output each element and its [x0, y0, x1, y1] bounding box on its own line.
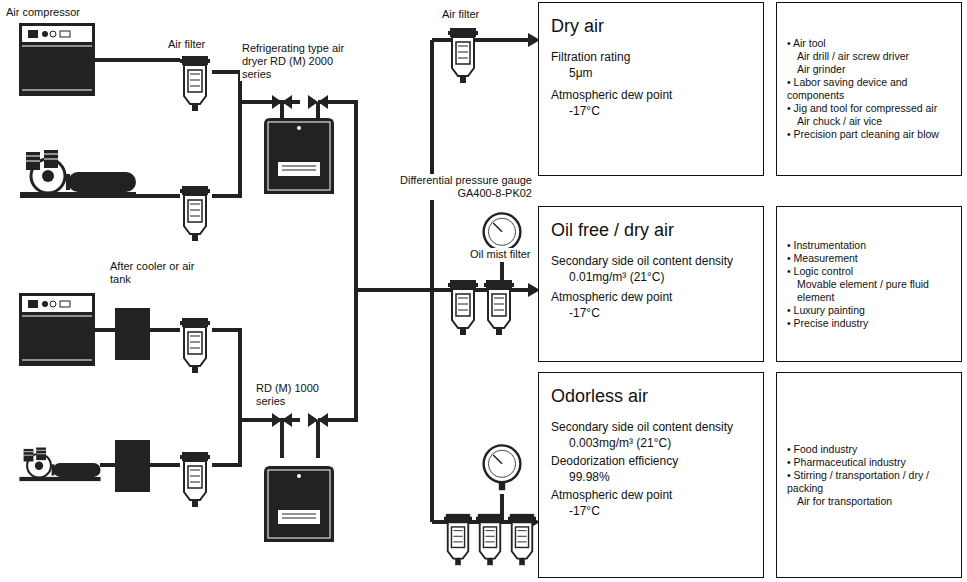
application-item: • Jig and tool for compressed air: [787, 102, 953, 115]
spec-text: Atmospheric dew point: [551, 289, 753, 305]
spec-text: 5μm: [551, 65, 753, 81]
application-item: • Precision part cleaning air blow: [787, 128, 953, 141]
part-label: Oil mist filter: [468, 248, 533, 261]
part-label: Air filter: [166, 38, 207, 51]
application-box: • Air toolAir drill / air screw driverAi…: [776, 2, 962, 176]
application-item: Air grinder: [787, 63, 953, 76]
application-item: Air for transportation: [787, 495, 953, 508]
part-label: After cooler or air tank: [108, 260, 204, 286]
application-item: • Logic control: [787, 265, 953, 278]
application-item: • Instrumentation: [787, 239, 953, 252]
application-item: • Air tool: [787, 37, 953, 50]
part-label: RD (M) 1000 series: [254, 382, 342, 408]
spec-text: Secondary side oil content density: [551, 253, 753, 269]
spec-text: 0.01mg/m³ (21°C): [551, 269, 753, 285]
spec-text: -17°C: [551, 103, 753, 119]
application-item: • Labor saving device and components: [787, 76, 953, 102]
part-label: Refrigerating type air dryer RD (M) 2000…: [240, 42, 362, 81]
application-box: • Food industry• Pharmaceutical industry…: [776, 372, 962, 578]
application-item: • Pharmaceutical industry: [787, 456, 953, 469]
air-quality-box: Oil free / dry airSecondary side oil con…: [538, 206, 764, 362]
box-heading: Dry air: [551, 15, 753, 37]
air-quality-box: Odorless airSecondary side oil content d…: [538, 372, 764, 578]
application-item: • Stirring / transportation / dry / pack…: [787, 469, 953, 495]
part-label: Differential pressure gauge GA400-8-PK02: [380, 174, 534, 200]
application-item: Movable element / pure fluid element: [787, 278, 953, 304]
application-box: • Instrumentation• Measurement• Logic co…: [776, 206, 962, 362]
spec-text: Filtration rating: [551, 49, 753, 65]
spec-text: -17°C: [551, 503, 753, 519]
application-item: • Measurement: [787, 252, 953, 265]
box-heading: Odorless air: [551, 385, 753, 407]
part-label: Air compressor: [4, 6, 82, 19]
spec-text: 99.98%: [551, 469, 753, 485]
application-item: • Food industry: [787, 443, 953, 456]
application-item: Air drill / air screw driver: [787, 50, 953, 63]
application-item: • Precise industry: [787, 317, 953, 330]
application-item: Air chuck / air vice: [787, 115, 953, 128]
spec-text: -17°C: [551, 305, 753, 321]
spec-text: Atmospheric dew point: [551, 87, 753, 103]
spec-text: Atmospheric dew point: [551, 487, 753, 503]
air-quality-box: Dry airFiltration rating5μmAtmospheric d…: [538, 2, 764, 176]
spec-text: Secondary side oil content density: [551, 419, 753, 435]
application-item: • Luxury painting: [787, 304, 953, 317]
spec-text: Deodorization efficiency: [551, 453, 753, 469]
box-heading: Oil free / dry air: [551, 219, 753, 241]
spec-text: 0.003mg/m³ (21°C): [551, 435, 753, 451]
part-label: Air filter: [440, 8, 481, 21]
